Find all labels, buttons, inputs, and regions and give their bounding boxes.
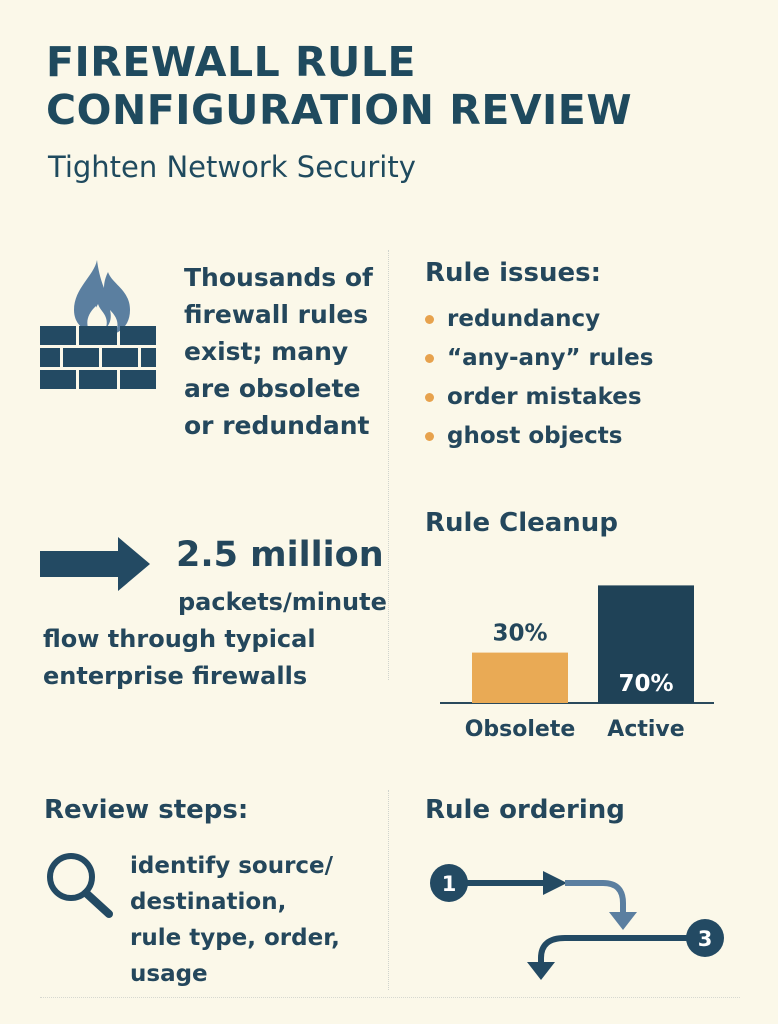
- data-label-obsolete: 30%: [492, 621, 547, 647]
- title-line-2: CONFIGURATION REVIEW: [46, 86, 633, 134]
- page-title: FIREWALL RULE CONFIGURATION REVIEW: [46, 38, 632, 134]
- review-steps-heading: Review steps:: [44, 795, 249, 825]
- data-label-active: 70%: [618, 671, 673, 697]
- review-steps-line: usage: [130, 961, 208, 987]
- arrow-right-icon: [40, 537, 150, 591]
- title-line-1: FIREWALL RULE: [46, 38, 416, 86]
- rule-issues-heading: Rule issues:: [425, 258, 602, 288]
- review-steps-line: rule type, order,: [130, 925, 340, 951]
- rule-cleanup-chart: 30% Obsolete 70% Active: [440, 585, 714, 742]
- bar-obsolete: [472, 652, 568, 703]
- category-label-obsolete: Obsolete: [465, 717, 576, 742]
- rule-ordering-heading: Rule ordering: [425, 795, 625, 825]
- rules-stat-line: Thousands of: [184, 263, 373, 292]
- page-subtitle: Tighten Network Security: [48, 150, 416, 184]
- review-steps-line: destination,: [130, 889, 287, 915]
- rules-stat-line: firewall rules: [184, 300, 369, 329]
- rules-stat-line: exist; many: [184, 337, 349, 366]
- firewall-icon: [40, 260, 156, 389]
- review-steps-text: identify source/ destination, rule type,…: [130, 848, 340, 992]
- rules-stat-line: or redundant: [184, 411, 370, 440]
- rules-stat-text: Thousands of firewall rules exist; many …: [184, 259, 373, 444]
- list-item: ghost objects: [425, 417, 653, 456]
- magnifier-icon: [47, 853, 113, 918]
- column-divider-top: [388, 250, 389, 680]
- traffic-unit: packets/minute: [178, 588, 387, 616]
- bullet-dot-icon: [425, 315, 434, 324]
- list-item: “any-any” rules: [425, 339, 653, 378]
- category-label-active: Active: [607, 717, 684, 742]
- traffic-desc-line: flow through typical: [43, 625, 316, 653]
- step-3-circle: [686, 919, 724, 957]
- traffic-desc: flow through typical enterprise firewall…: [43, 621, 316, 695]
- step-3-label: 3: [698, 927, 713, 951]
- list-item: redundancy: [425, 300, 653, 339]
- rule-cleanup-heading: Rule Cleanup: [425, 508, 618, 538]
- list-item: order mistakes: [425, 378, 653, 417]
- bar-active: [598, 585, 694, 703]
- column-divider-bottom: [388, 790, 389, 990]
- traffic-value: 2.5 million: [176, 535, 384, 575]
- flow-arrows-icon: 1 3: [430, 864, 724, 980]
- bullet-dot-icon: [425, 354, 434, 363]
- step-1-label: 1: [442, 872, 457, 896]
- traffic-desc-line: enterprise firewalls: [43, 662, 308, 690]
- bottom-divider: [40, 997, 740, 998]
- review-steps-line: identify source/: [130, 853, 334, 879]
- bullet-dot-icon: [425, 393, 434, 402]
- step-1-circle: [430, 864, 468, 902]
- bullet-dot-icon: [425, 432, 434, 441]
- rule-issues-list: redundancy “any-any” rules order mistake…: [425, 300, 653, 456]
- rules-stat-line: are obsolete: [184, 374, 361, 403]
